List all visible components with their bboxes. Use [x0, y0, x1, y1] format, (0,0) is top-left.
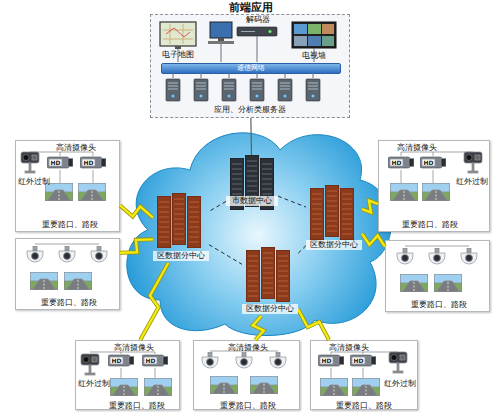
camera-site-icons [21, 152, 482, 396]
node-text: 重要路口、路段 [209, 401, 287, 411]
camera-site: 高清摄像头红外过制重要路口、路段 [378, 140, 490, 232]
connector-line [298, 246, 306, 254]
data-center: 区数据分中心 [153, 193, 209, 263]
camera-site: 高清摄像头红外过制重要路口、路段 [310, 340, 418, 410]
camera-badge: HD [422, 159, 435, 166]
data-center: 区数据分中心 [242, 246, 298, 316]
node-text: 红外过制 [17, 177, 51, 187]
node-title: 重要路口、路段 [400, 300, 478, 310]
camera-badge: HD [49, 159, 62, 166]
wireless-link [362, 201, 378, 213]
front-end-devices [160, 22, 336, 101]
node-title: 区数据分中心 [306, 240, 362, 250]
node-title: 高清摄像头 [46, 143, 106, 153]
backbone-link [298, 246, 306, 254]
node-text: 重要路口、路段 [325, 401, 403, 411]
bolt-outline [120, 205, 153, 217]
connector-line [209, 245, 242, 265]
cloud-shape [127, 133, 391, 336]
uplink-line [250, 118, 252, 156]
device-label: 电子地图 [158, 50, 198, 60]
connector-line [298, 309, 329, 340]
node-text: 重要路口、路段 [31, 220, 109, 230]
camera-site: 高清摄像头红外过制重要路口、路段 [15, 140, 120, 232]
device-label: 应用、分析类服务器 [190, 105, 310, 115]
connector-line [120, 205, 153, 217]
connector-line [120, 239, 153, 252]
connector-line [362, 201, 378, 213]
camera-site: 重要路口、路段 [385, 240, 490, 312]
camera-badge: HD [110, 357, 123, 364]
node-title: 高清摄像头 [218, 343, 278, 353]
backbone-link [209, 245, 242, 265]
node-title: 通信网络 [162, 64, 340, 73]
data-center: 市数据中心 [226, 156, 278, 216]
node-title: 重要路口、路段 [30, 298, 108, 308]
node-title: 前端应用 [151, 1, 351, 14]
backbone-link [209, 201, 226, 211]
front-end-panel: 前端应用通信网络 [150, 14, 350, 118]
wireless-link [298, 309, 329, 340]
node-title: 市数据中心 [226, 196, 278, 206]
wireless-link [120, 205, 153, 217]
camera-badge: HD [320, 357, 333, 364]
node-title: 高清摄像头 [319, 343, 379, 353]
node-text: 红外过制 [383, 379, 417, 389]
network-band: 通信网络 [161, 63, 341, 74]
camera-site: 高清摄像头红外过制重要路口、路段 [75, 340, 180, 410]
device-label: 解码器 [243, 15, 273, 25]
connector-line [253, 316, 264, 340]
bolt-outline [120, 239, 153, 252]
node-title: 区数据分中心 [153, 251, 209, 261]
node-title: 区数据分中心 [242, 304, 298, 314]
camera-site: 高清摄像头重要路口、路段 [193, 340, 300, 410]
node-text: 重要路口、路段 [391, 220, 469, 230]
data-center-racks [157, 155, 354, 302]
backbone-link [278, 196, 306, 207]
node-title: 高清摄像头 [104, 343, 164, 353]
wireless-link [120, 239, 153, 252]
camera-badge: HD [144, 357, 157, 364]
wireless-link [140, 263, 168, 340]
device-label: 电视墙 [296, 51, 332, 61]
bolt-outline [140, 263, 168, 340]
wireless-link [253, 316, 264, 340]
connector-line [140, 263, 168, 340]
connector-line [250, 118, 252, 156]
camera-site: 重要路口、路段 [15, 238, 120, 310]
camera-badge: HD [82, 159, 95, 166]
bolt-outline [298, 309, 329, 340]
bolt-outline [362, 201, 378, 213]
connector-line [209, 201, 226, 211]
data-center: 区数据分中心 [306, 184, 362, 252]
camera-badge: HD [390, 159, 403, 166]
node-title: 高清摄像头 [387, 143, 447, 153]
wireless-link [362, 234, 385, 247]
bolt-outline [362, 234, 385, 247]
camera-badge: HD [352, 357, 365, 364]
node-text: 红外过制 [77, 379, 111, 389]
node-text: 红外过制 [455, 177, 489, 187]
connector-line [362, 234, 385, 247]
node-text: 重要路口、路段 [98, 401, 176, 411]
connector-line [278, 196, 306, 207]
bolt-outline [253, 316, 264, 340]
